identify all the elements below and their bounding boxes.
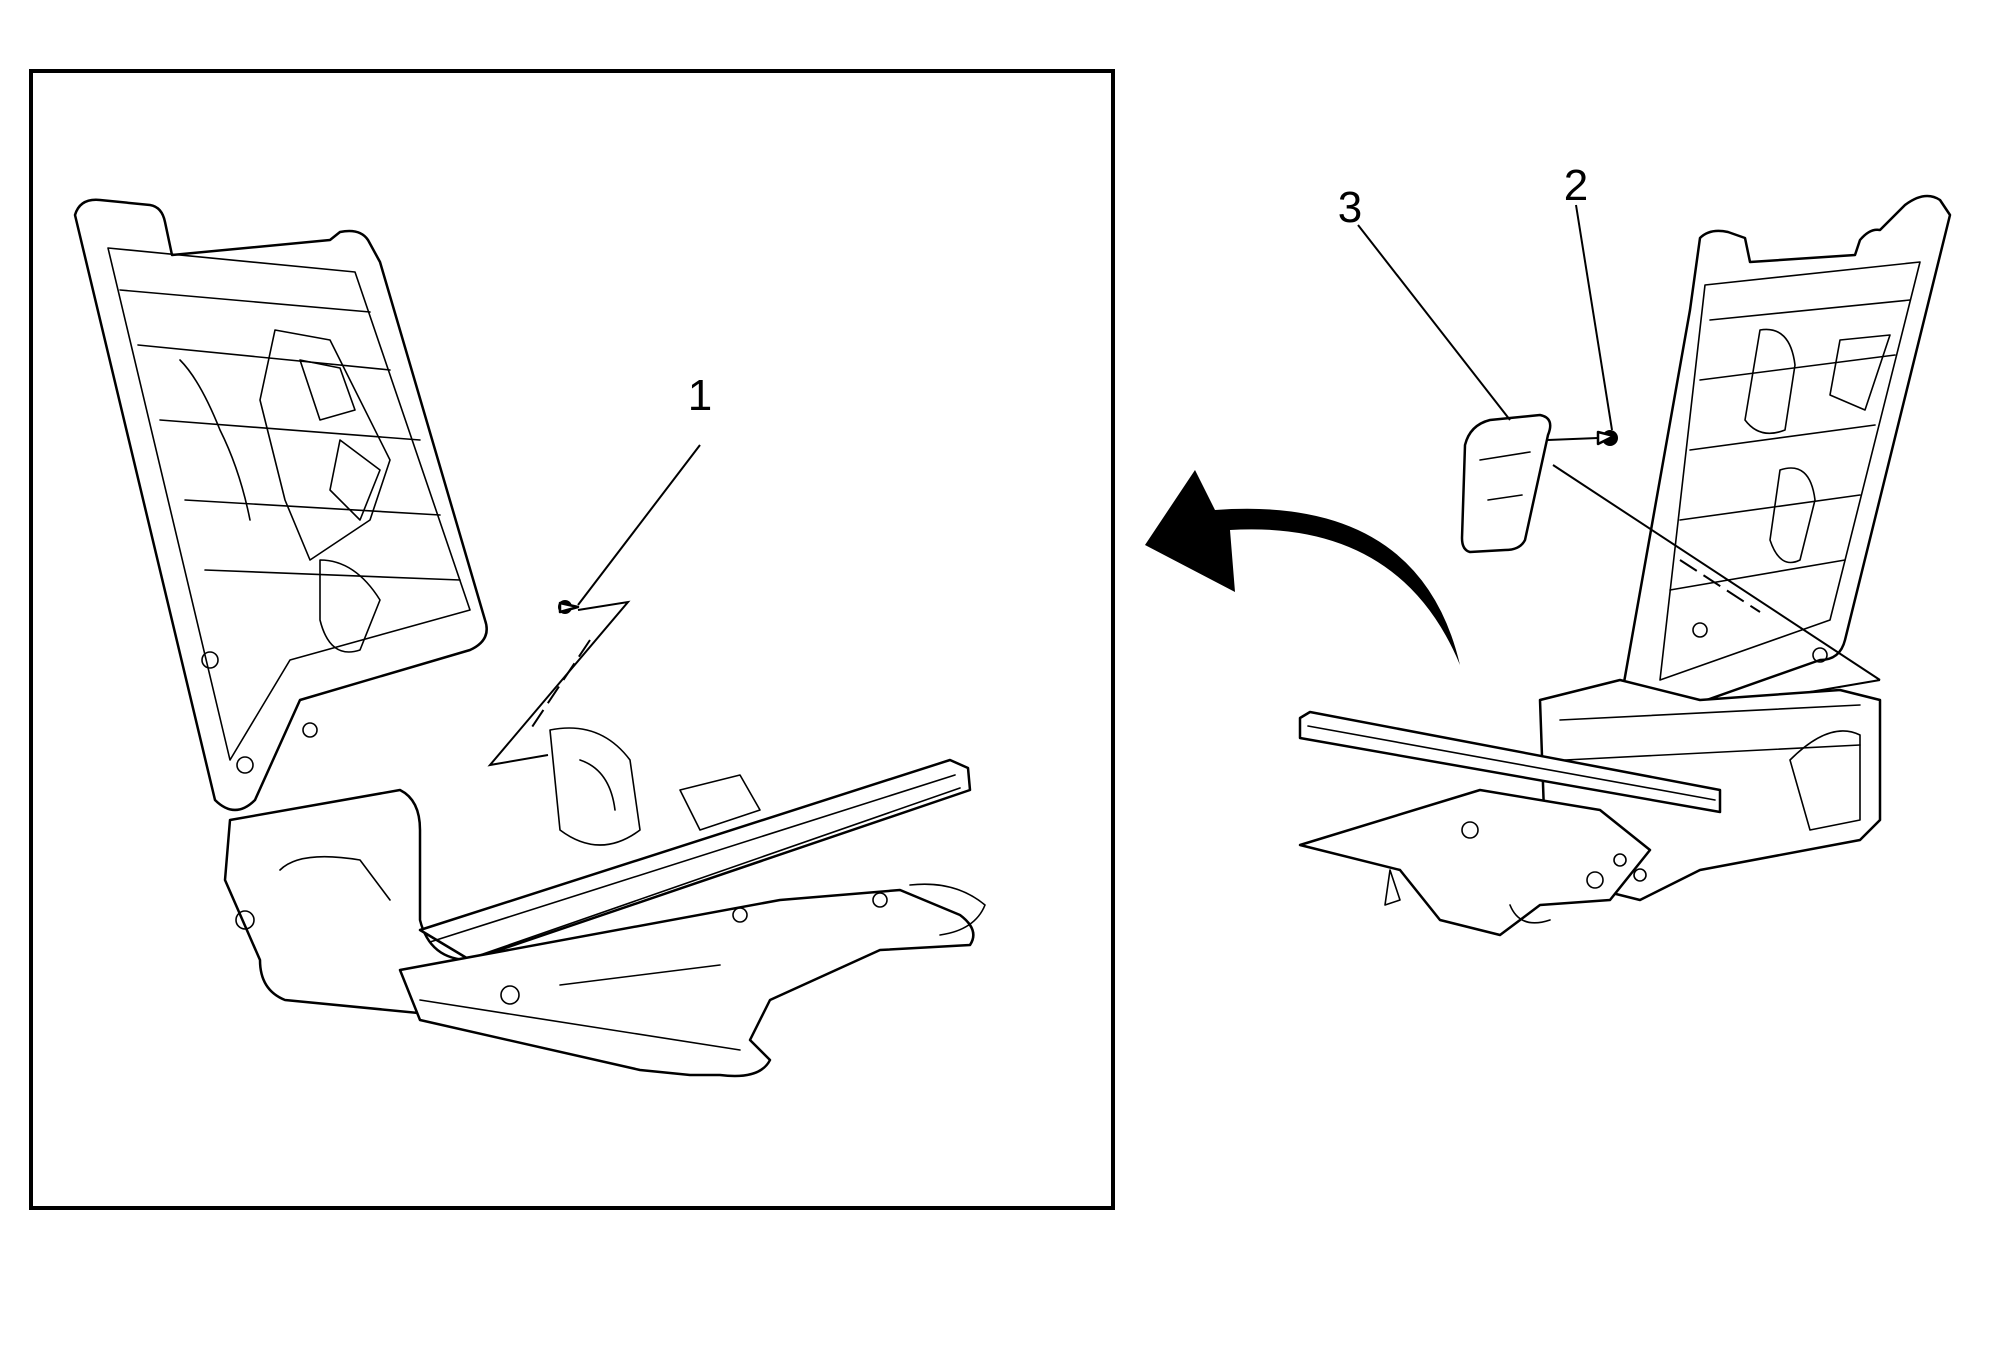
- seat-back-frame-right: [1618, 194, 1952, 722]
- cushion-rail: [418, 758, 972, 962]
- detail-panel: 1: [29, 69, 1115, 1210]
- callout-2-leader: [1575, 204, 1613, 431]
- curved-arrow-icon: [1145, 470, 1460, 665]
- callout-1-leader: [577, 444, 701, 606]
- seat-cover-icon: [1460, 413, 1552, 554]
- callout-1: 1: [688, 371, 712, 420]
- seat-back-inner: [107, 247, 471, 761]
- callout-3-leader: [1357, 224, 1511, 421]
- callout-2: 2: [1564, 161, 1588, 210]
- seat-assembly-left: [73, 198, 986, 1078]
- detail-frame: [29, 69, 1115, 1210]
- fastener-icon: [1596, 430, 1618, 446]
- seat-track: [398, 888, 975, 1078]
- seat-track-right: [1298, 788, 1652, 937]
- seat-assembly-right: [1298, 194, 1952, 937]
- bolt-icon: [558, 600, 580, 614]
- callout-3: 3: [1338, 183, 1362, 232]
